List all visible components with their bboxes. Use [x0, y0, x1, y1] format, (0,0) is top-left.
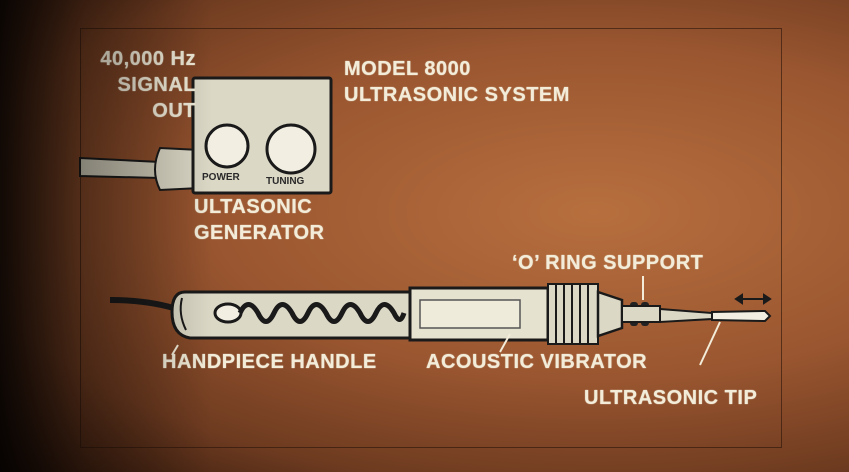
model-title-line1: MODEL 8000: [344, 58, 471, 80]
power-knob: [204, 123, 250, 169]
tip-leader: [699, 321, 721, 366]
generator-label-line2: GENERATOR: [194, 222, 325, 244]
power-knob-label: POWER: [202, 172, 240, 183]
handle-end-cap: [213, 302, 243, 324]
handpiece-cable: [109, 297, 181, 313]
handpiece-handle-label: HANDPIECE HANDLE: [162, 351, 377, 373]
nose-cone: [596, 290, 624, 338]
ultrasonic-tip: [659, 307, 713, 324]
o-ring-support-label: ‘O’ RING SUPPORT: [512, 252, 704, 274]
tuning-knob: [265, 123, 317, 175]
tip-end: [711, 309, 772, 323]
model-title-line2: ULTRASONIC SYSTEM: [344, 84, 570, 106]
generator-label-line1: ULTASONIC: [194, 196, 313, 218]
tuning-knob-label: TUNING: [266, 176, 305, 187]
signal-out-label: OUT: [152, 100, 196, 122]
signal-hz-label: 40,000 Hz: [100, 48, 196, 70]
ultrasonic-tip-label: ULTRASONIC TIP: [584, 387, 758, 409]
double-arrow-icon: [734, 293, 772, 305]
signal-word-label: SIGNAL: [117, 74, 196, 96]
acoustic-vibrator-label: ACOUSTIC VIBRATOR: [426, 351, 648, 373]
signal-cable: [79, 156, 161, 180]
threaded-section: [547, 283, 599, 345]
